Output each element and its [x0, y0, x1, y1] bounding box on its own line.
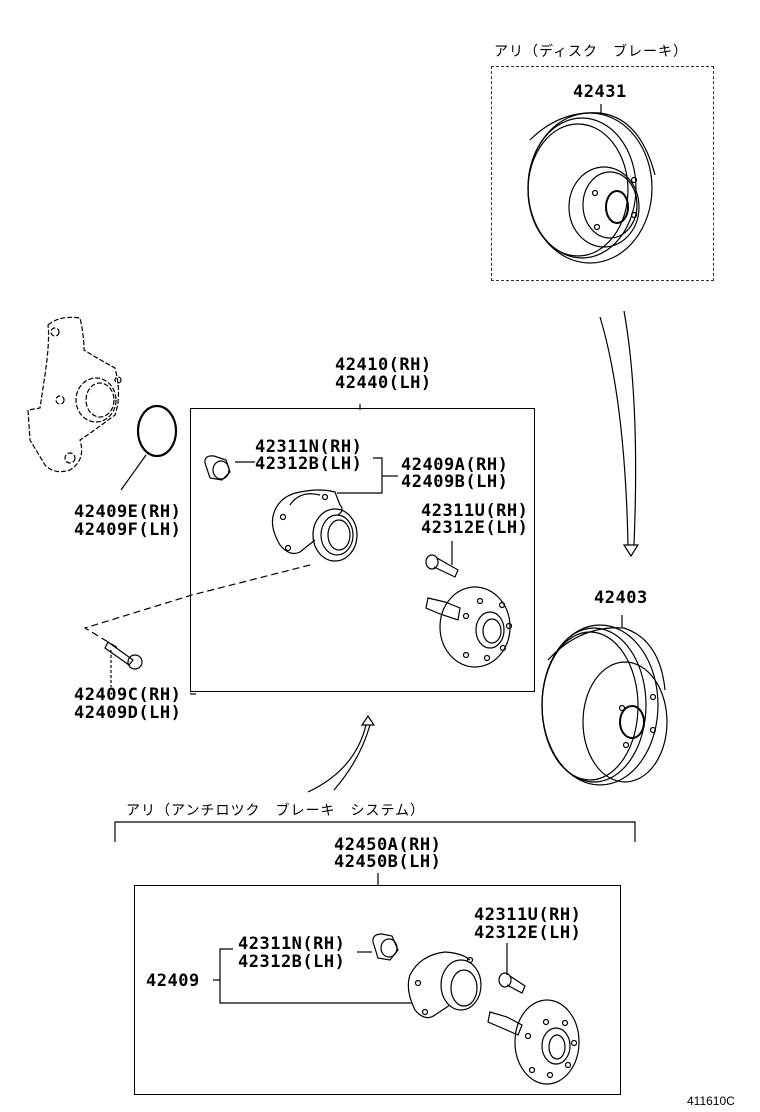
part-number-abs-hub-assembly-rh[interactable]: 42450A(RH) — [334, 835, 442, 855]
part-number-abs-hub-bolt-rh[interactable]: 42311U(RH) — [474, 905, 582, 925]
flange-nut-drawing — [204, 455, 231, 481]
part-number-mount-bolt-lh[interactable]: 42409D(LH) — [74, 703, 182, 723]
part-number-nut-lh[interactable]: 42312B(LH) — [255, 454, 363, 474]
part-number-disc-rotor[interactable]: 42431 — [573, 82, 627, 102]
part-number-brake-drum[interactable]: 42403 — [594, 588, 648, 608]
part-number-hub-bolt-rh[interactable]: 42311U(RH) — [421, 501, 529, 521]
disc-brake-variant-title: アリ（ディスク ブレーキ） — [494, 44, 689, 60]
disc-rotor-drawing — [527, 104, 656, 264]
axle-hub-drawing-abs — [487, 999, 580, 1085]
brake-drum-drawing — [541, 615, 668, 786]
flange-nut-drawing-abs — [372, 933, 399, 961]
hub-bolt-drawing-abs — [498, 972, 526, 994]
o-ring-drawing — [136, 404, 178, 458]
abs-hub-assembly-box — [134, 885, 621, 1095]
part-number-abs-hub-assembly-lh[interactable]: 42450B(LH) — [334, 852, 442, 872]
hub-assembly-box — [190, 408, 535, 692]
hub-bearing-drawing — [271, 489, 358, 562]
knuckle-drawing — [27, 316, 122, 473]
disc-brake-variant-box — [491, 66, 714, 281]
part-number-bearing-lh[interactable]: 42409B(LH) — [401, 472, 509, 492]
part-number-o-ring-lh[interactable]: 42409F(LH) — [74, 520, 182, 540]
mount-bolt-drawing — [104, 641, 143, 670]
hub-bearing-drawing-abs — [407, 951, 482, 1019]
flow-arrow-down — [599, 310, 640, 558]
axle-hub-drawing — [425, 586, 513, 668]
figure-reference: 411610C — [687, 1094, 735, 1108]
part-number-hub-assembly-rh[interactable]: 42410(RH) — [335, 355, 432, 375]
part-number-hub-assembly-lh[interactable]: 42440(LH) — [335, 373, 432, 393]
part-number-bearing-rh[interactable]: 42409A(RH) — [401, 455, 509, 475]
part-number-abs-nut-lh[interactable]: 42312B(LH) — [238, 952, 346, 972]
part-number-abs-bearing[interactable]: 42409 — [146, 971, 200, 991]
part-number-hub-bolt-lh[interactable]: 42312E(LH) — [421, 518, 529, 538]
part-number-abs-nut-rh[interactable]: 42311N(RH) — [238, 934, 346, 954]
hub-bolt-drawing — [425, 554, 459, 578]
part-number-abs-hub-bolt-lh[interactable]: 42312E(LH) — [474, 923, 582, 943]
flow-arrow-up — [307, 714, 376, 793]
part-number-mount-bolt-rh[interactable]: 42409C(RH) — [74, 685, 182, 705]
part-number-o-ring-rh[interactable]: 42409E(RH) — [74, 502, 182, 522]
abs-variant-title: アリ（アンチロツク ブレーキ システム） — [126, 803, 426, 819]
part-number-nut-rh[interactable]: 42311N(RH) — [255, 437, 363, 457]
